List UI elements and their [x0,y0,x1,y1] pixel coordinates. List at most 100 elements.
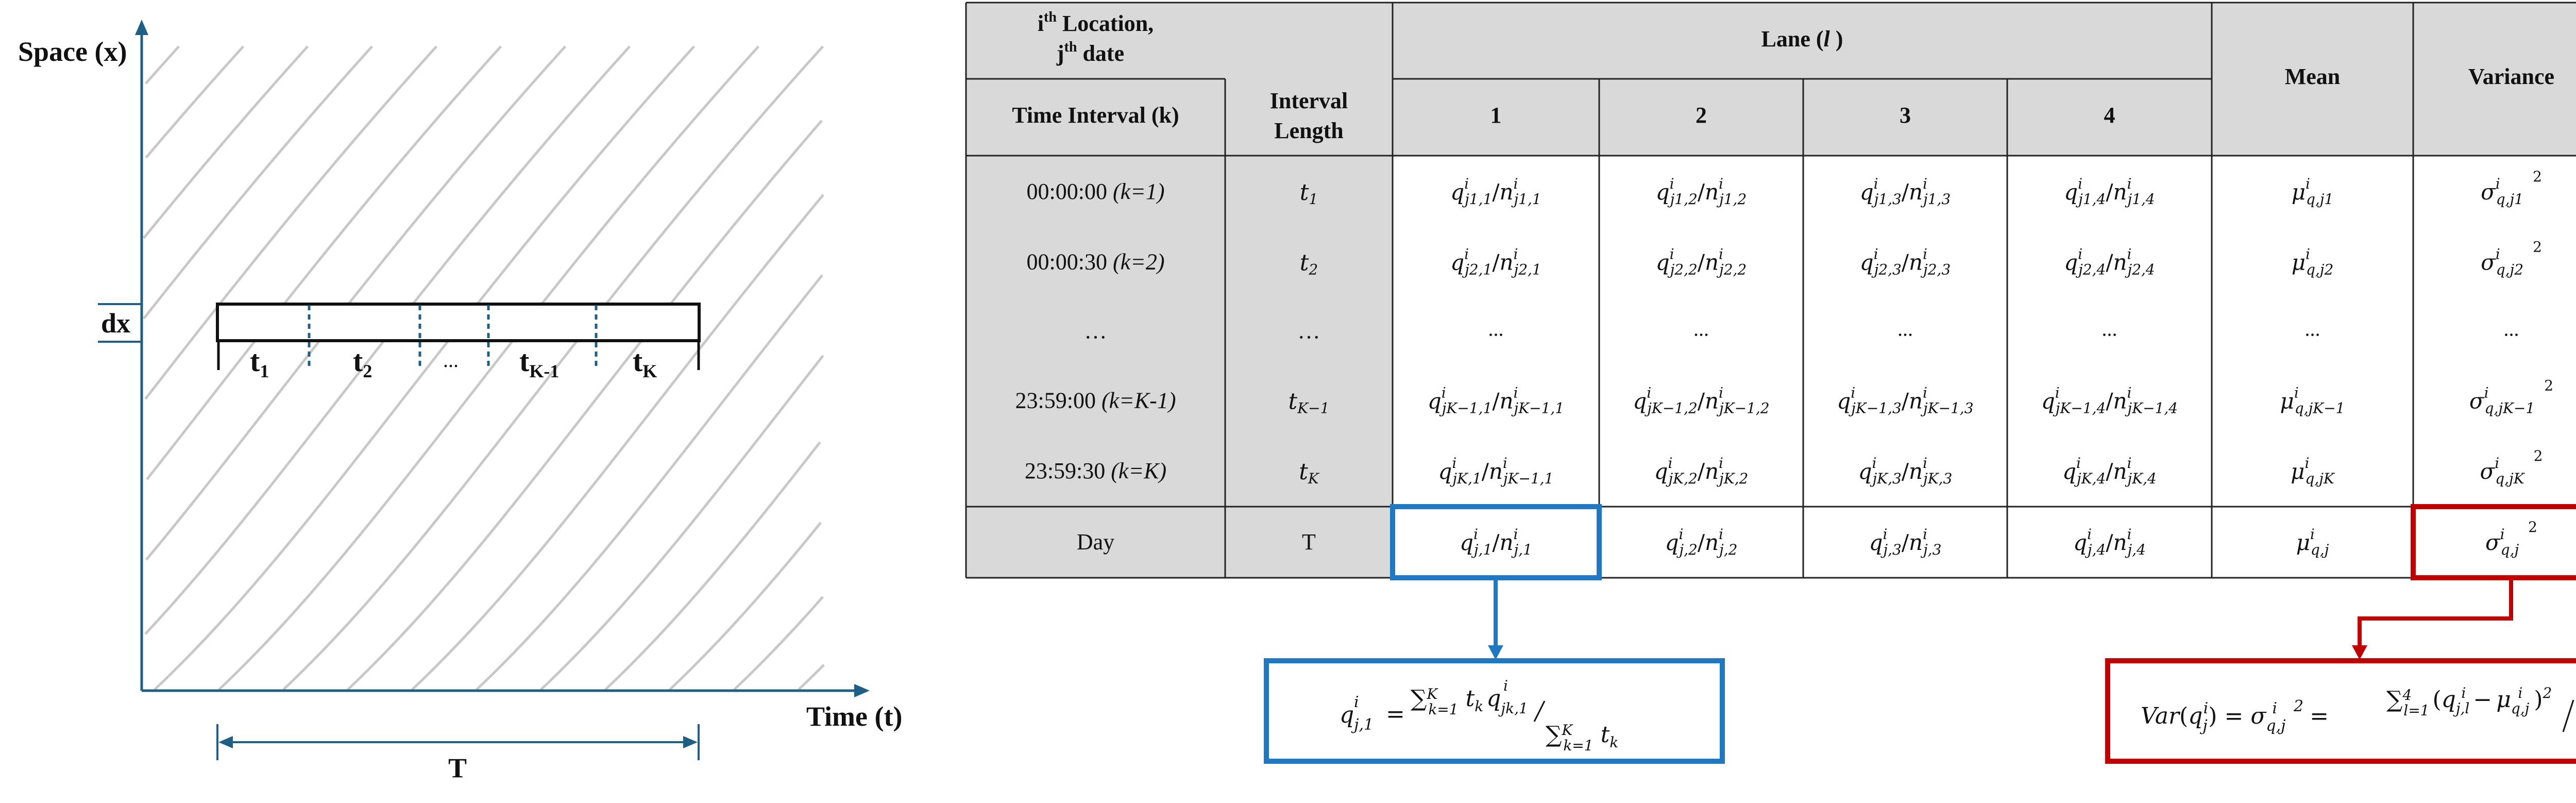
row-ellipsis-cell: ... [2305,317,2320,341]
row-time: 00:00:30 (k=2) [1027,249,1165,275]
blue-connector [1488,578,1503,660]
row-time: 23:59:00 (k=K-1) [1015,388,1176,413]
interval-tk-1: tK-1 [519,344,559,381]
trajectory-line [146,45,502,480]
day-row-label: Day [1077,529,1114,555]
svg-text:=: = [1386,701,1405,727]
trajectory-line [282,45,824,691]
span-arrow-left [218,736,233,748]
row-ellipsis-time: … [1084,319,1107,344]
svg-text:qj,1: qj,1 [1340,702,1374,734]
row-ellipsis-length: … [1298,319,1320,344]
header-location: ith Location, [1038,9,1154,36]
header-interval-length-line2: Length [1274,118,1343,143]
trajectory-line [347,120,823,691]
interval-tk: tK [633,344,657,381]
svg-text:i: i [1354,693,1359,711]
x-axis-arrowhead [854,684,870,697]
row-ellipsis-cell: ... [1488,317,1504,341]
interval-labels: t1 t2 ... tK-1 tK [250,344,657,381]
statistics-table: ith Location, jth date Lane (l ) Mean Varian… [965,2,2576,579]
dx-marker [98,303,142,343]
trajectory-line [798,664,825,691]
header-date: jth date [1056,39,1124,66]
svg-text:∑4l=1(qj,li−μq,ji)2: ∑4l=1(qj,li−μq,ji)2 [2386,684,2552,719]
day-row-background [1393,507,2576,578]
header-time-interval: Time Interval (k) [1012,103,1179,128]
trajectory-line [145,45,245,159]
svg-text:i: i [1503,677,1508,694]
interval-t2: t2 [353,344,372,381]
red-formula-box [2105,658,2576,764]
header-lane-1: 1 [1490,103,1502,128]
trajectory-line [411,194,824,691]
svg-text:∑Kk=1tk: ∑Kk=1tk [1546,722,1618,754]
dx-label: dx [101,308,130,339]
header-lane-2: 2 [1696,103,1707,128]
interval-ellipsis: ... [443,348,459,372]
header-lane-4: 4 [2104,103,2115,128]
trajectory-line [476,274,823,691]
header-lane-3: 3 [1900,103,1911,128]
row-time: 00:00:00 (k=1) [1027,179,1165,204]
interval-strip [216,303,701,342]
row-time: 23:59:30 (k=K) [1025,458,1166,483]
row-interval-length: t2 [1300,249,1318,278]
header-interval-length-line1: Interval [1270,88,1348,113]
strip-ticks [217,341,700,370]
axes [140,26,860,692]
trajectory-line [143,45,374,320]
trajectory-line [143,45,309,239]
svg-text:Var(qji)=σq,ji2=: Var(qji)=σq,ji2= [2141,697,2329,735]
span-arrow-right [683,736,698,748]
interval-dividers [308,305,598,370]
trajectory-line [145,45,180,85]
row-ellipsis-cell: ... [1693,317,1709,341]
red-formula: Var(qji)=σq,ji2= ∑4l=1(qj,li−μq,ji)2 4 [2141,684,2574,735]
y-axis-label: Space (x) [18,36,127,67]
body-background [1393,156,2576,507]
trajectory-line [218,45,760,691]
trajectory-hatching [143,45,825,691]
x-axis-label: Time (t) [806,701,902,732]
header-lane: Lane (l ) [1761,26,1843,52]
interval-t1: t1 [250,344,269,381]
row-ellipsis-cell: ... [2102,317,2117,341]
row-interval-length: tK [1299,459,1320,487]
trajectory-line [733,596,824,691]
header-mean: Mean [2285,64,2341,89]
day-row-length: T [1302,529,1316,555]
trajectory-line [669,522,822,691]
trajectory-line [540,355,824,691]
row-interval-length: t1 [1300,179,1318,208]
header-variance: Variance [2468,64,2554,89]
